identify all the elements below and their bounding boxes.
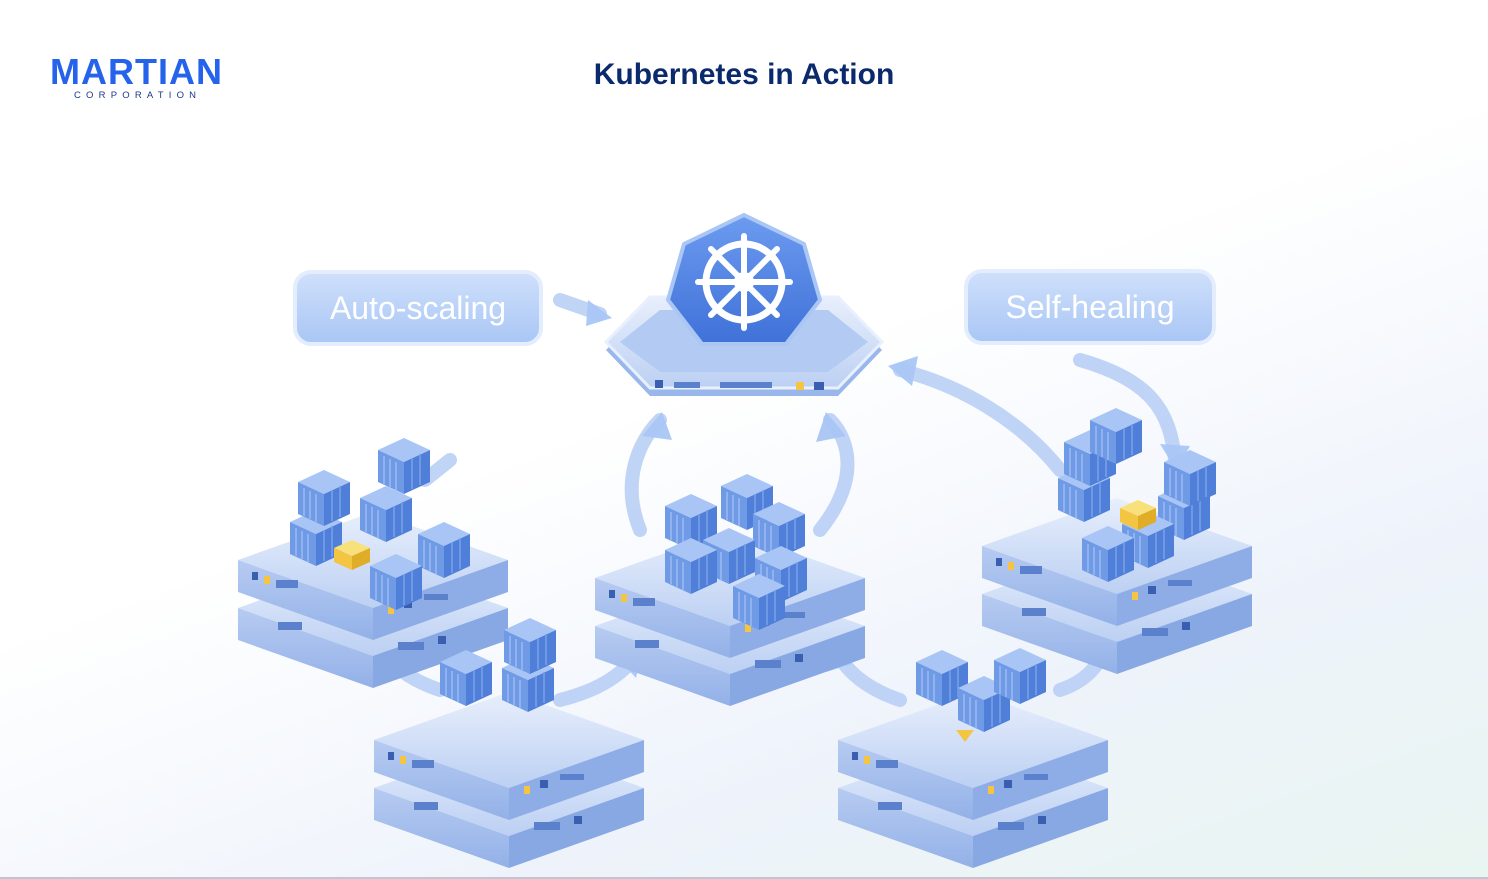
page-title: Kubernetes in Action [593,58,895,91]
kubernetes-helm-wheel-icon [665,212,823,346]
logo-wordmark: MARTIAN [50,51,223,92]
auto-scaling-text: Auto-scaling [330,290,506,326]
bottom-divider [0,877,1488,879]
warning-marker-icon [956,730,974,742]
server-node-left [238,437,508,688]
martian-logo: MARTIAN CORPORATION [50,51,250,102]
arrow-selfheal-to-right [1073,353,1182,467]
self-healing-text: Self-healing [1006,289,1175,325]
control-plane [603,212,885,396]
server-node-right [982,407,1252,674]
logo-subtitle: CORPORATION [74,90,202,101]
auto-scaling-label: Auto-scaling [293,270,543,346]
server-node-bottom-right [838,647,1108,868]
arrow-right-to-control [893,363,1067,477]
self-healing-label: Self-healing [964,269,1216,345]
